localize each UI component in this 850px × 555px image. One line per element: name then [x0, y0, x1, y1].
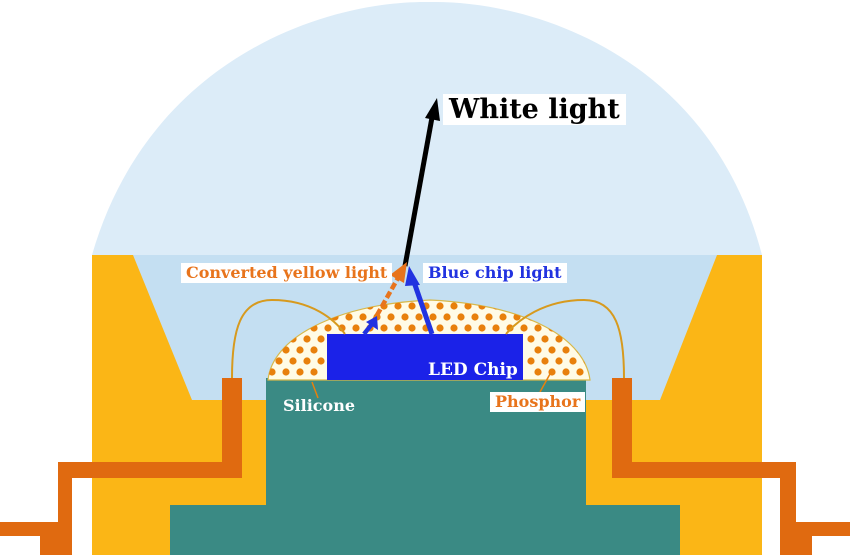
phosphor-particle [380, 324, 388, 332]
phosphor-particle [450, 324, 458, 332]
phosphor-particle [303, 335, 311, 343]
phosphor-particle [394, 302, 402, 310]
phosphor-particle [296, 368, 304, 376]
phosphor-particle [310, 346, 318, 354]
phosphor-particle [534, 346, 542, 354]
phosphor-label: Phosphor [490, 392, 586, 412]
phosphor-particle [394, 324, 402, 332]
phosphor-particle [352, 324, 360, 332]
phosphor-particle [317, 357, 325, 365]
phosphor-particle [296, 346, 304, 354]
phosphor-particle [562, 346, 570, 354]
phosphor-particle [387, 313, 395, 321]
phosphor-particle [436, 302, 444, 310]
phosphor-particle [275, 357, 283, 365]
bond-wire-right [505, 298, 625, 379]
phosphor-particle [464, 324, 472, 332]
phosphor-particle [415, 313, 423, 321]
phosphor-particle [548, 346, 556, 354]
phosphor-particle [499, 313, 507, 321]
reflector-cup-left [92, 255, 270, 555]
phosphor-particle [303, 357, 311, 365]
phosphor-particle [289, 357, 297, 365]
phosphor-particle [408, 302, 416, 310]
phosphor-particle [541, 335, 549, 343]
phosphor-particle [282, 346, 290, 354]
phosphor-particle [492, 324, 500, 332]
phosphor-particle [401, 313, 409, 321]
silicone-leader-line [311, 381, 319, 399]
bond-wire-left [231, 298, 346, 379]
phosphor-particle [429, 313, 437, 321]
phosphor-particle [471, 313, 479, 321]
phosphor-particle [443, 313, 451, 321]
silicone-label: Silicone [283, 396, 356, 415]
phosphor-particle [464, 302, 472, 310]
blue-arrow-small [362, 316, 378, 336]
phosphor-particle [436, 324, 444, 332]
phosphor-particle [527, 357, 535, 365]
phosphor-particle [478, 324, 486, 332]
phosphor-particle [534, 324, 542, 332]
phosphor-particle [359, 313, 367, 321]
blue-chip-light-label: Blue chip light [423, 263, 567, 283]
lead-frame-left [0, 378, 242, 555]
lead-frame-right [612, 378, 850, 555]
phosphor-particle [317, 335, 325, 343]
led-chip [327, 334, 523, 380]
phosphor-particle [569, 357, 577, 365]
phosphor-particle [562, 368, 570, 376]
phosphor-particle [527, 335, 535, 343]
white-light-arrow [402, 98, 440, 267]
phosphor-particle [520, 324, 528, 332]
phosphor-particle [338, 324, 346, 332]
phosphor-particle [345, 313, 353, 321]
white-light-label: White light [443, 94, 626, 125]
phosphor-particle [555, 357, 563, 365]
phosphor-particle [310, 368, 318, 376]
phosphor-particle [485, 313, 493, 321]
blue-chip-arrow [405, 266, 435, 335]
converted-yellow-light-label: Converted yellow light [181, 263, 393, 283]
phosphor-particle [457, 313, 465, 321]
phosphor-particle [555, 335, 563, 343]
phosphor-particle [548, 368, 556, 376]
phosphor-particle [534, 368, 542, 376]
led-chip-label: LED Chip [428, 360, 518, 380]
phosphor-particle [282, 368, 290, 376]
heat-slug [170, 378, 680, 555]
phosphor-particle [324, 324, 332, 332]
phosphor-particle [268, 368, 276, 376]
reflector-cup-right [582, 255, 762, 555]
phosphor-particle [506, 324, 514, 332]
converted-yellow-arrow [370, 262, 407, 326]
phosphor-particle [541, 357, 549, 365]
phosphor-particle [576, 368, 584, 376]
phosphor-particle [408, 324, 416, 332]
phosphor-leader-line [539, 373, 551, 393]
phosphor-particle [450, 302, 458, 310]
